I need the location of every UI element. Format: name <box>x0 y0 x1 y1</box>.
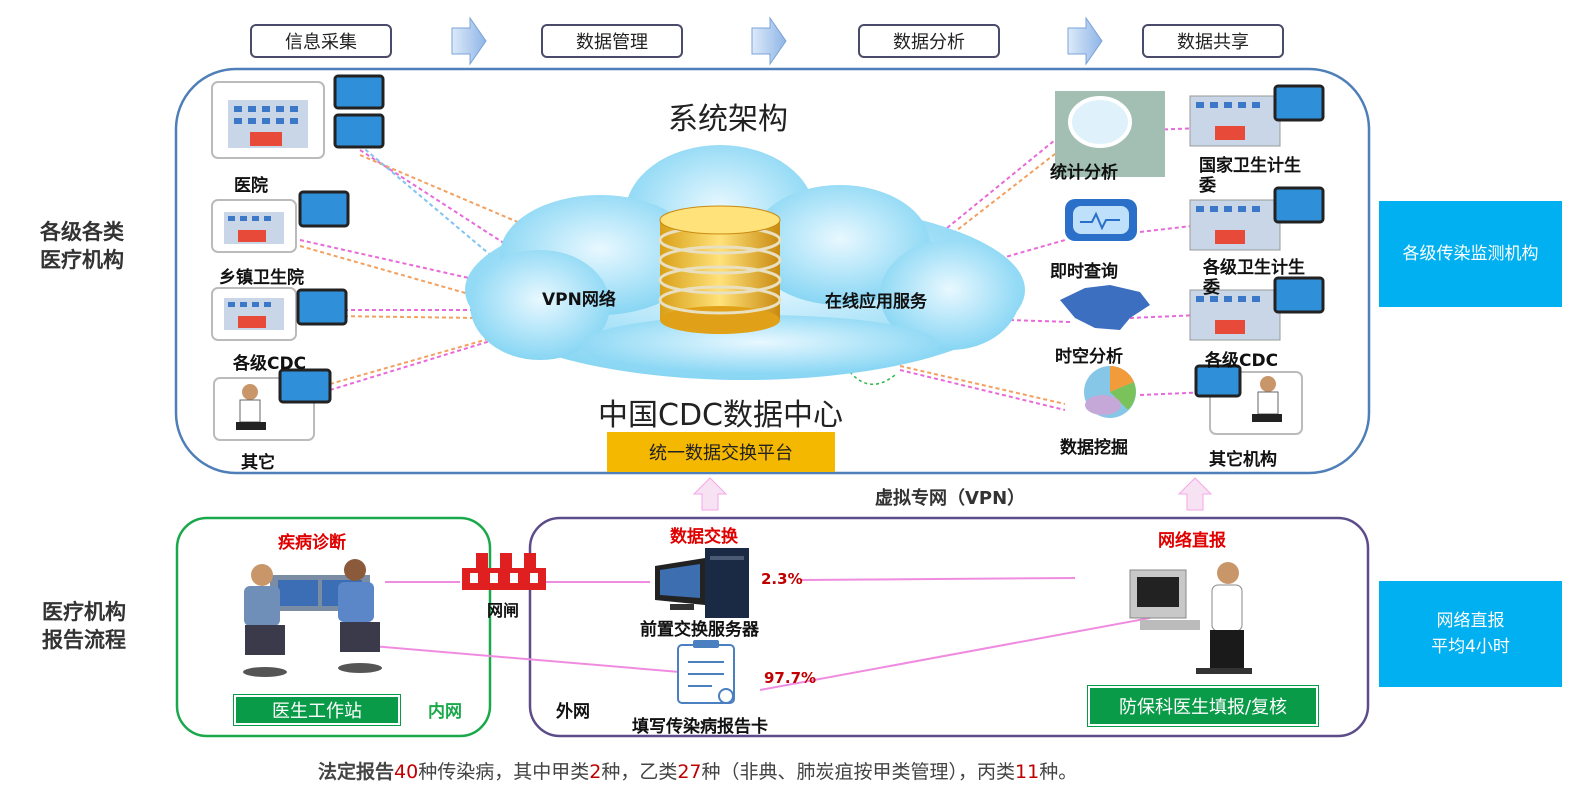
report-card-icon <box>677 640 735 704</box>
footer-text-2: 种，乙类 <box>601 761 678 783</box>
server-label: 前置交换服务器 <box>640 620 759 640</box>
function-spatiotemporal-label: 时空分析 <box>1055 347 1123 367</box>
doctors-workstation-icon <box>243 559 382 677</box>
provincial-commission-icon <box>1189 186 1325 251</box>
box-direct-report-time: 网络直报 平均4小时 <box>1379 581 1562 687</box>
function-statistics-label: 统计分析 <box>1050 163 1118 183</box>
source-cdc-label: 各级CDC <box>233 354 307 374</box>
report-card-label: 填写传染病报告卡 <box>632 717 768 737</box>
footer-statement: 法定报告40种传染病，其中甲类2种，乙类27种（非典、肺炭疽按甲类管理），丙类1… <box>318 757 1077 784</box>
direct-report-label: 网络直报 <box>1158 531 1226 551</box>
doctor-fill-bar: 防保科医生填报/复核 <box>1087 685 1319 727</box>
footer-class-b-count: 27 <box>677 761 702 783</box>
footer-text-3: 种（非典、肺炭疽按甲类管理），丙类 <box>701 761 1016 783</box>
box-average-time-label: 平均4小时 <box>1431 637 1510 657</box>
data-mining-icon <box>1084 366 1136 418</box>
up-arrow-right <box>1177 477 1213 511</box>
step-label: 数据共享 <box>1177 32 1249 53</box>
step-label: 信息采集 <box>285 32 357 53</box>
source-township-label: 乡镇卫生院 <box>219 268 304 288</box>
intranet-label: 内网 <box>428 702 462 722</box>
doctor-fill-label: 防保科医生填报/复核 <box>1118 697 1288 718</box>
hospital-icon <box>211 74 385 159</box>
footer-text-1: 种传染病，其中甲类 <box>418 761 590 783</box>
step-arrow-3 <box>1067 16 1103 66</box>
source-other-label: 其它 <box>241 453 275 473</box>
consumer-cdc-label: 各级CDC <box>1205 351 1279 371</box>
footer-text-4: 种。 <box>1039 761 1078 783</box>
footer-class-a-count: 2 <box>589 761 602 783</box>
function-mining-label: 数据挖掘 <box>1060 438 1128 458</box>
vpn-network-label: VPN网络 <box>542 290 616 310</box>
data-center-title: 中国CDC数据中心 <box>598 398 843 433</box>
cdc-source-icon <box>211 287 348 341</box>
instant-query-icon <box>1065 199 1137 241</box>
consumer-other-label: 其它机构 <box>1209 450 1277 470</box>
system-frame <box>174 67 1371 475</box>
exchange-platform-label: 统一数据交换平台 <box>649 443 793 464</box>
vpn-label: 虚拟专网（VPN） <box>875 488 1026 509</box>
other-consumer-icon <box>1194 364 1303 435</box>
consumer-national-label: 国家卫生计生委 <box>1199 156 1301 196</box>
gateway-icon <box>462 553 546 590</box>
label-medical-institutions: 各级各类 医疗机构 <box>40 220 124 272</box>
box-monitoring-institutions: 各级传染监测机构 <box>1379 201 1562 307</box>
step-data-analysis: 数据分析 <box>858 24 1000 58</box>
box-direct-report-label: 网络直报 <box>1436 611 1505 631</box>
data-exchange-label: 数据交换 <box>670 527 738 547</box>
footer-class-c-count: 11 <box>1015 761 1040 783</box>
intranet-frame <box>175 516 492 738</box>
gateway-label: 网闸 <box>487 601 520 620</box>
township-hospital-icon <box>211 190 350 253</box>
database-icon <box>658 205 782 334</box>
step-data-management: 数据管理 <box>541 24 683 58</box>
consumer-provincial-label: 各级卫生计生委 <box>1203 258 1305 298</box>
reporting-doctor-icon <box>1129 562 1252 674</box>
up-arrow-left <box>692 477 728 511</box>
online-service-label: 在线应用服务 <box>825 292 927 312</box>
step-label: 数据分析 <box>893 32 965 53</box>
extranet-frame <box>528 516 1370 738</box>
box-monitoring-label: 各级传染监测机构 <box>1402 244 1539 264</box>
national-commission-icon <box>1189 84 1325 147</box>
workstation-bar: 医生工作站 <box>233 694 401 726</box>
workstation-label: 医生工作站 <box>272 701 362 722</box>
map-icon <box>1060 285 1150 330</box>
step-arrow-2 <box>751 16 787 66</box>
step-label: 数据管理 <box>576 32 648 53</box>
server-percentage: 2.3% <box>761 570 803 588</box>
extranet-label: 外网 <box>556 702 590 722</box>
disease-diagnosis-label: 疾病诊断 <box>278 533 346 553</box>
system-title: 系统架构 <box>668 102 788 137</box>
footer-total-count: 40 <box>394 761 419 783</box>
step-data-sharing: 数据共享 <box>1142 24 1284 58</box>
footer-bold: 法定报告 <box>318 761 395 783</box>
step-info-collection: 信息采集 <box>250 24 392 58</box>
exchange-platform-box: 统一数据交换平台 <box>607 432 835 472</box>
card-percentage: 97.7% <box>764 669 817 687</box>
other-source-icon <box>213 368 332 441</box>
source-hospital-label: 医院 <box>234 176 268 196</box>
cdc-consumer-icon <box>1189 276 1325 341</box>
server-icon <box>655 548 749 618</box>
step-arrow-1 <box>451 16 487 66</box>
function-query-label: 即时查询 <box>1050 262 1118 282</box>
label-report-process: 医疗机构 报告流程 <box>42 600 126 652</box>
statistics-icon <box>1055 91 1165 177</box>
